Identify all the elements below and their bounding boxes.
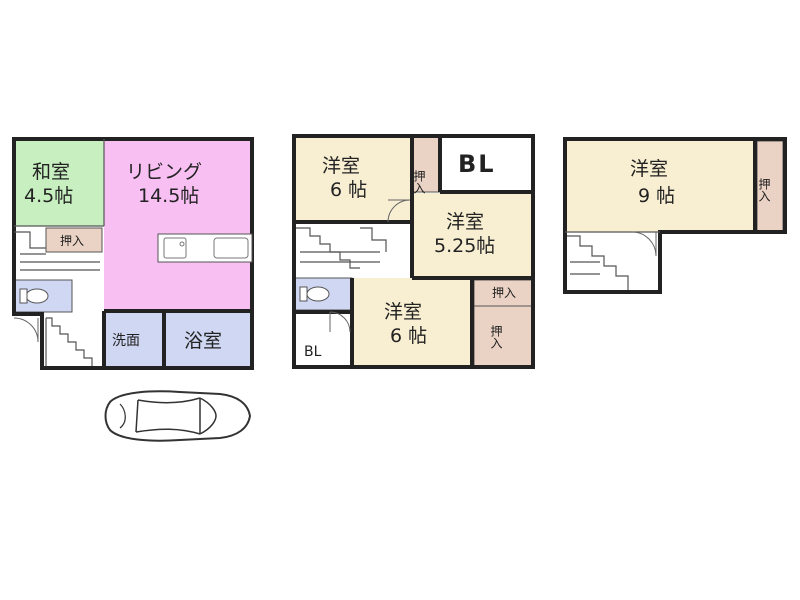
room-b xyxy=(412,193,533,278)
room-a xyxy=(294,136,412,222)
washitsu-room xyxy=(14,139,104,226)
bl-small-label: BL xyxy=(304,344,322,360)
floor-2: 洋室 6 帖 押入 BL 洋室 5.25帖 洋室 6 帖 押入 押入 BL xyxy=(292,134,535,369)
living-name: リビング xyxy=(126,161,202,183)
senmen-label: 洗面 xyxy=(112,333,140,349)
bl-large-label: BL xyxy=(458,150,496,178)
living-room xyxy=(104,139,252,311)
closet-h xyxy=(473,279,534,307)
toilet-icon xyxy=(19,288,49,304)
closet-floor3-label: 押入 xyxy=(757,178,771,202)
room-b-name: 洋室 xyxy=(446,211,484,233)
room-9-name: 洋室 xyxy=(630,158,668,180)
closet-floor1-label: 押入 xyxy=(60,234,84,248)
bl-small xyxy=(294,312,352,367)
closet-v2-label: 押入 xyxy=(489,325,503,349)
toilet-icon-floor2 xyxy=(299,286,330,302)
room-c-name: 洋室 xyxy=(384,301,422,323)
stairs-floor1 xyxy=(14,231,100,366)
washitsu-name: 和室 xyxy=(32,161,70,183)
stairs-floor3 xyxy=(567,235,629,290)
stairs-floor2 xyxy=(296,227,387,269)
closet-floor3 xyxy=(756,140,784,233)
closet-h-label: 押入 xyxy=(492,286,516,300)
floor-1: 和室 4.5帖 リビング 14.5帖 押入 洗面 浴室 xyxy=(12,137,254,370)
living-size: 14.5帖 xyxy=(138,185,199,207)
room-a-name: 洋室 xyxy=(322,155,360,177)
bl-large xyxy=(440,136,533,192)
floor-3: 洋室 9 帖 押入 xyxy=(563,137,787,294)
closet-v1-label: 押入 xyxy=(412,170,426,194)
washitsu-size: 4.5帖 xyxy=(24,185,73,207)
closet-floor1 xyxy=(45,227,103,253)
room-9 xyxy=(565,139,755,232)
bath-label: 浴室 xyxy=(184,330,222,352)
closet-v2 xyxy=(473,305,534,368)
room-9-size: 9 帖 xyxy=(638,185,675,207)
car-icon xyxy=(104,390,252,442)
bath-room xyxy=(164,311,252,368)
room-c-size: 6 帖 xyxy=(390,325,427,347)
room-c xyxy=(352,278,472,367)
senmen-room xyxy=(104,311,164,368)
kitchen-counter xyxy=(157,233,253,263)
room-b-size: 5.25帖 xyxy=(434,235,495,257)
room-a-size: 6 帖 xyxy=(330,179,367,201)
